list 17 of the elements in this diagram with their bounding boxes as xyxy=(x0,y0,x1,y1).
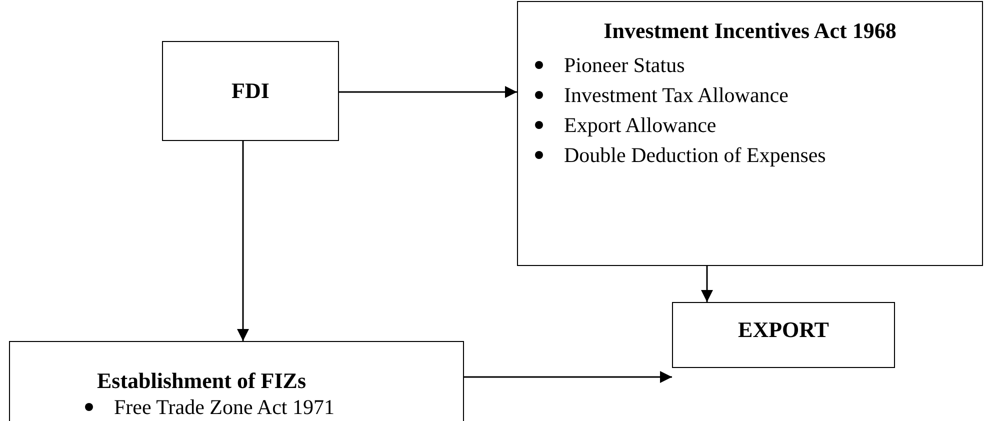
arrow xyxy=(701,266,713,302)
bullet-item: Export Allowance xyxy=(526,110,826,140)
process-box xyxy=(9,341,464,421)
process-box xyxy=(672,302,895,368)
box-heading: EXPORT xyxy=(737,317,830,343)
bullet-item: Free Trade Zone Act 1971 xyxy=(76,392,334,421)
arrow xyxy=(237,141,249,341)
box-heading: Investment Incentives Act 1968 xyxy=(602,18,898,44)
process-box xyxy=(517,1,983,266)
arrow xyxy=(464,371,672,383)
bullet-item: Double Deduction of Expenses xyxy=(526,140,826,170)
box-heading: Establishment of FIZs xyxy=(96,368,308,394)
box-heading: FDI xyxy=(230,78,270,104)
bullet-item: Pioneer Status xyxy=(526,50,826,80)
bullet-item: Investment Tax Allowance xyxy=(526,80,826,110)
arrow xyxy=(339,86,517,98)
process-box xyxy=(162,41,339,141)
